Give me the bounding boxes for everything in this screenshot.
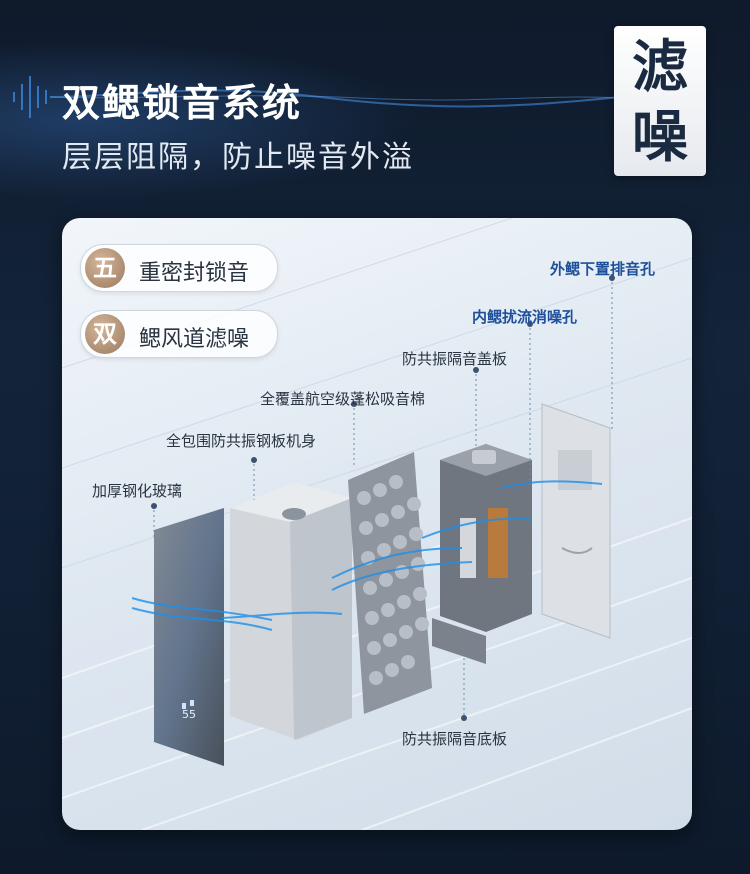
leader-lines — [153, 282, 613, 716]
feature-label-five-seals: 重密封锁音 — [139, 261, 250, 286]
leader-dots — [151, 275, 615, 721]
internal-components — [432, 444, 532, 664]
page-title: 双鳃锁音系统 — [62, 81, 303, 125]
callout-glass: 加厚钢化玻璃 — [92, 482, 183, 500]
feature-badge-five: 五 — [85, 248, 125, 288]
feature-pill-five-seals: 五 重密封锁音 — [80, 244, 278, 292]
steel-body — [230, 482, 352, 740]
badge-char-2: 噪 — [632, 105, 688, 170]
feature-badge-dual: 双 — [85, 314, 125, 354]
exploded-diagram: 55 — [62, 218, 692, 830]
callout-steel-body: 全包围防共振钢板机身 — [166, 432, 317, 450]
page-subtitle: 层层阻隔，防止噪音外溢 — [62, 140, 414, 175]
sound-absorbing-cotton — [348, 452, 432, 714]
exploded-view-panel: 55 — [62, 218, 692, 830]
badge-char-1: 滤 — [632, 35, 688, 100]
sound-wave-decoration — [13, 76, 621, 118]
rear-plate — [541, 403, 611, 639]
callout-cotton: 全覆盖航空级蓬松吸音棉 — [260, 390, 426, 408]
airflow-lines — [131, 480, 603, 631]
noise-filter-badge: 滤 噪 — [614, 26, 706, 176]
feature-pill-dual-gill: 双 鳃风道滤噪 — [80, 310, 278, 358]
display-readout: 55 — [182, 708, 196, 721]
callout-top-plate: 防共振隔音盖板 — [402, 350, 508, 368]
feature-label-dual-gill: 鳃风道滤噪 — [139, 327, 250, 352]
callout-outer-gill: 外鳃下置排音孔 — [550, 260, 656, 278]
glass-panel — [154, 508, 224, 766]
callout-bottom-plate: 防共振隔音底板 — [402, 730, 508, 748]
callout-inner-gill: 内鳃扰流消噪孔 — [472, 308, 578, 326]
